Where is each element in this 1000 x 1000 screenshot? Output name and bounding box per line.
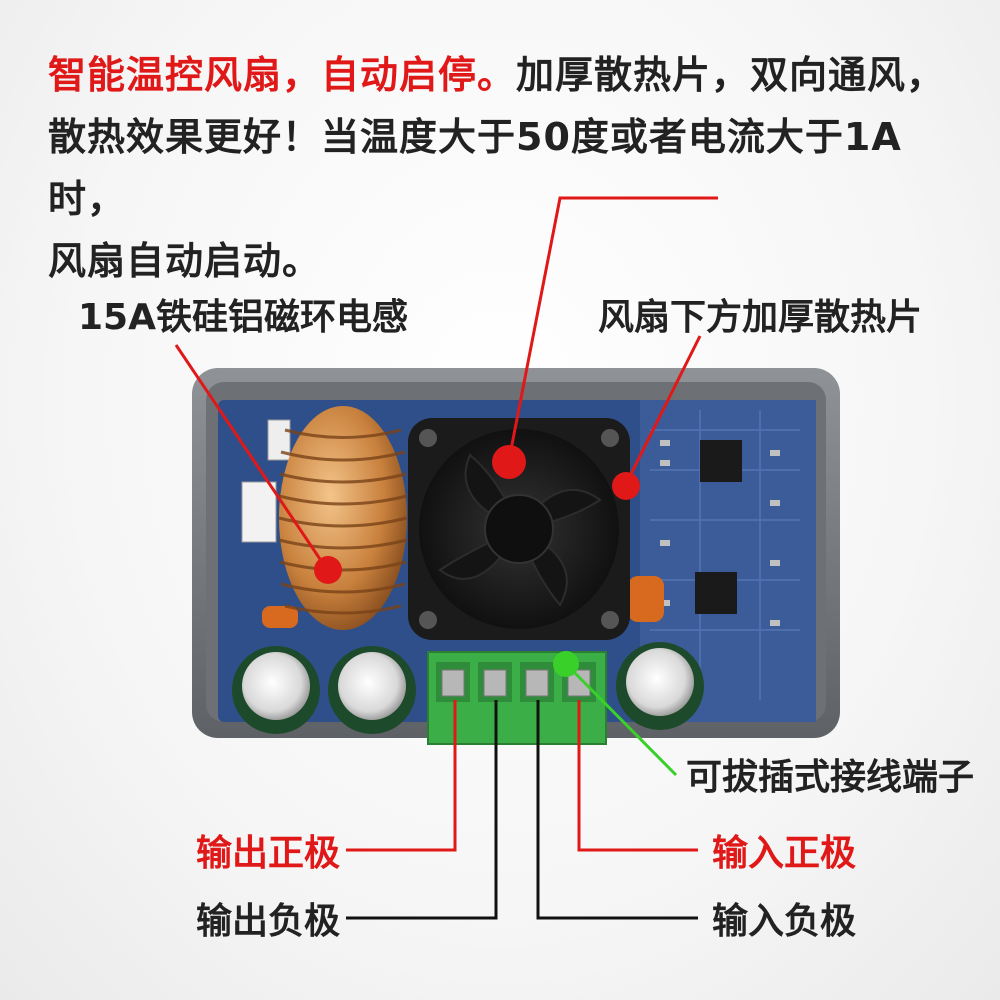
ic-chip-bottom <box>695 572 737 614</box>
pointer-fan <box>507 196 718 461</box>
wire-input-positive <box>577 700 698 852</box>
headline: 智能温控风扇，自动启停。加厚散热片，双向通风， 散热效果更好！当温度大于50度或… <box>48 44 978 292</box>
capacitor-orange-left <box>262 606 298 628</box>
callout-pointers <box>174 196 718 920</box>
label-output-negative: 输出负极 <box>196 901 341 942</box>
label-input-negative: 输入负极 <box>712 901 857 942</box>
pointer-dot-heatsink <box>612 472 640 500</box>
label-terminal: 可拔插式接线端子 <box>686 757 975 798</box>
pointer-heatsink <box>624 335 702 485</box>
headline-line-2: 散热效果更好！当温度大于50度或者电流大于1A时， <box>48 115 902 221</box>
connector-white <box>241 481 277 543</box>
pointer-dot-fan <box>492 445 526 479</box>
wire-output-positive <box>346 700 457 852</box>
headline-line1-rest: 加厚散热片，双向通风， <box>516 53 946 97</box>
capacitor-orange-right <box>628 576 664 622</box>
label-input-positive: 输入正极 <box>712 833 857 874</box>
cooling-fan <box>408 418 630 640</box>
connector-small <box>267 419 291 461</box>
electrolytic-capacitors <box>232 642 704 734</box>
headline-highlight: 智能温控风扇，自动启停。 <box>48 53 517 97</box>
headline-line-1: 智能温控风扇，自动启停。加厚散热片，双向通风， <box>48 44 978 106</box>
label-heatsink: 风扇下方加厚散热片 <box>598 297 923 338</box>
pointer-dot-terminal <box>553 651 579 677</box>
label-inductor: 15A铁硅铝磁环电感 <box>78 297 408 338</box>
wire-output-negative <box>346 700 498 920</box>
pointer-dot-inductor <box>314 556 342 584</box>
toroid-inductor <box>278 406 408 630</box>
wire-input-negative <box>536 700 698 920</box>
pointer-terminal <box>564 662 678 777</box>
pointer-inductor <box>174 344 328 569</box>
headline-line-3: 风扇自动启动。 <box>48 239 322 283</box>
ic-chip-top <box>700 440 742 482</box>
label-output-positive: 输出正极 <box>196 833 341 874</box>
